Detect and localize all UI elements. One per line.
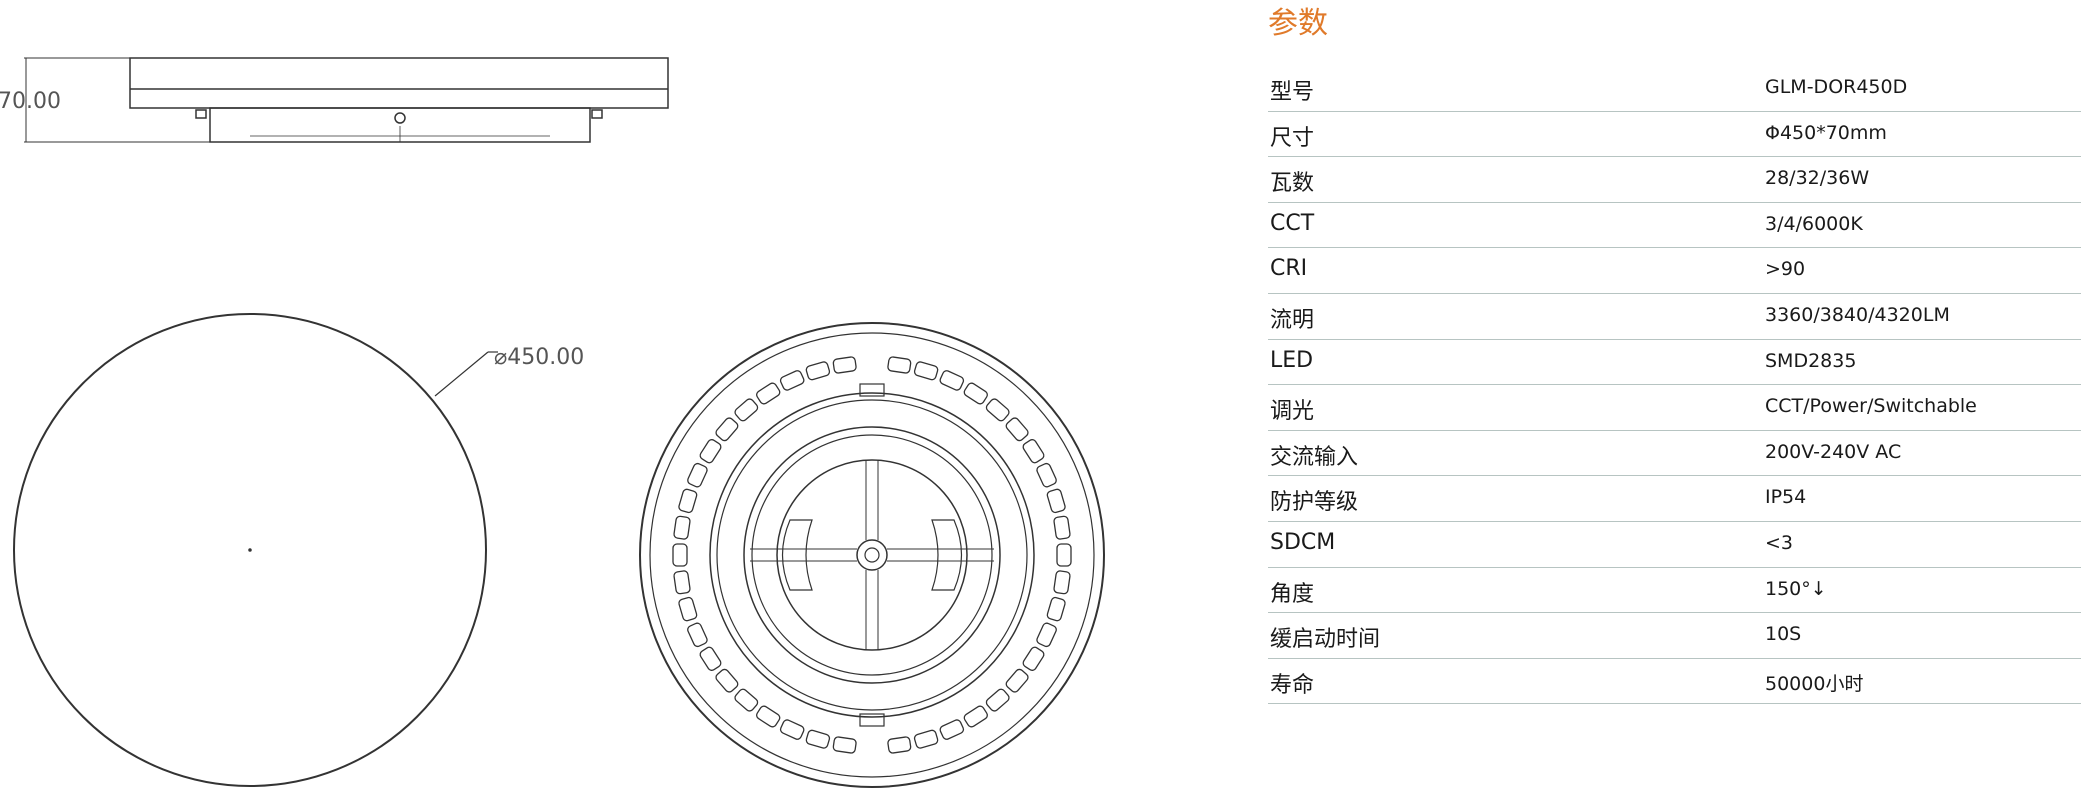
vent-slot — [1053, 570, 1071, 595]
vent-slot — [887, 356, 912, 374]
spec-value: SMD2835 — [1765, 349, 1857, 372]
spec-row-led: LED SMD2835 — [1268, 340, 2081, 386]
spec-row-lifespan: 寿命 50000小时 — [1268, 659, 2081, 705]
vent-slot — [756, 382, 781, 405]
vent-slot — [1046, 596, 1066, 622]
spec-value: Φ450*70mm — [1765, 121, 1887, 144]
diameter-dimension-label: ⌀450.00 — [494, 345, 584, 370]
vent-slot — [887, 736, 912, 754]
vent-slot — [678, 488, 698, 514]
spec-key: 流明 — [1270, 307, 1315, 333]
spec-key: 尺寸 — [1270, 125, 1315, 151]
spec-row-cri: CRI >90 — [1268, 248, 2081, 294]
spec-row-wattage: 瓦数 28/32/36W — [1268, 157, 2081, 203]
spec-key: 缓启动时间 — [1270, 627, 1381, 653]
spec-table: 型号 GLM-DOR450D 尺寸 Φ450*70mm 瓦数 28/32/36W… — [1268, 66, 2081, 705]
vent-slot — [673, 515, 691, 540]
spec-value: <3 — [1765, 531, 1794, 554]
vent-slot — [913, 361, 939, 381]
vent-slot — [699, 646, 722, 671]
vent-slot — [805, 361, 831, 381]
spec-value: 28/32/36W — [1765, 167, 1870, 190]
technical-drawings: 70.00 ⌀450.00 — [0, 57, 1105, 788]
back-view — [639, 322, 1105, 788]
vent-slot — [985, 688, 1010, 712]
spec-key: 防护等级 — [1270, 490, 1359, 516]
spec-key: 交流输入 — [1270, 444, 1359, 470]
vent-slot — [1036, 462, 1057, 488]
vent-slot — [1022, 439, 1045, 464]
vent-slot — [939, 719, 965, 740]
spec-value: 3/4/6000K — [1765, 212, 1863, 235]
vent-slot — [1036, 622, 1057, 648]
spec-panel: 参数 型号 GLM-DOR450D 尺寸 Φ450*70mm 瓦数 28/32/… — [1268, 0, 2081, 790]
vent-slot — [1046, 488, 1066, 514]
spec-row-dimming: 调光 CCT/Power/Switchable — [1268, 385, 2081, 431]
vent-slot — [832, 356, 857, 374]
height-dimension-label: 70.00 — [0, 89, 61, 114]
vent-slot — [672, 543, 688, 567]
vent-slot — [687, 622, 708, 648]
spec-row-soft-start: 缓启动时间 10S — [1268, 613, 2081, 659]
spec-title: 参数 — [1268, 6, 1328, 41]
spec-value: IP54 — [1765, 486, 1807, 509]
spec-row-ip-rating: 防护等级 IP54 — [1268, 476, 2081, 522]
vent-slot — [756, 705, 781, 728]
side-view — [24, 57, 669, 143]
vent-slot — [699, 439, 722, 464]
vent-slot — [1053, 515, 1071, 540]
spec-value: 200V-240V AC — [1765, 440, 1902, 463]
spec-key: LED — [1270, 347, 1314, 373]
spec-row-angle: 角度 150°↓ — [1268, 568, 2081, 614]
vent-slot — [1056, 543, 1072, 567]
spec-key: 寿命 — [1270, 672, 1315, 698]
vent-slot — [687, 462, 708, 488]
vent-slot — [673, 570, 691, 595]
spec-value: 150°↓ — [1765, 577, 1827, 600]
spec-value: 3360/3840/4320LM — [1765, 303, 1950, 326]
vent-slot — [715, 668, 739, 693]
vent-slot — [715, 417, 739, 442]
spec-row-ac-input: 交流输入 200V-240V AC — [1268, 431, 2081, 477]
vent-slot — [1005, 668, 1029, 693]
vent-slot — [939, 370, 965, 391]
vent-slot — [678, 596, 698, 622]
spec-value: GLM-DOR450D — [1765, 76, 1908, 98]
vent-slot — [805, 729, 831, 749]
vent-slot — [779, 370, 805, 391]
spec-key: 调光 — [1270, 399, 1315, 425]
vent-slot — [963, 705, 988, 728]
vent-slot — [913, 729, 939, 749]
spec-key: CRI — [1270, 256, 1308, 282]
vent-slot — [779, 719, 805, 740]
vent-slot — [1005, 417, 1029, 442]
spec-row-lumen: 流明 3360/3840/4320LM — [1268, 294, 2081, 340]
vent-slot — [985, 398, 1010, 422]
spec-row-cct: CCT 3/4/6000K — [1268, 203, 2081, 249]
vent-slot — [1022, 646, 1045, 671]
front-view — [13, 313, 498, 787]
vent-slot — [734, 398, 759, 422]
vent-slot — [963, 382, 988, 405]
spec-value: 50000小时 — [1765, 672, 1864, 695]
spec-row-model: 型号 GLM-DOR450D — [1268, 66, 2081, 112]
spec-row-size: 尺寸 Φ450*70mm — [1268, 112, 2081, 158]
spec-row-sdcm: SDCM <3 — [1268, 522, 2081, 568]
spec-key: 瓦数 — [1270, 171, 1315, 197]
spec-value: 10S — [1765, 623, 1802, 646]
spec-value: >90 — [1765, 258, 1806, 281]
vent-slot — [734, 688, 759, 712]
spec-key: CCT — [1270, 210, 1315, 236]
spec-value: CCT/Power/Switchable — [1765, 395, 1977, 418]
spec-key: 型号 — [1270, 80, 1315, 105]
vent-slot — [832, 736, 857, 754]
spec-key: SDCM — [1270, 529, 1336, 555]
spec-key: 角度 — [1270, 581, 1315, 607]
